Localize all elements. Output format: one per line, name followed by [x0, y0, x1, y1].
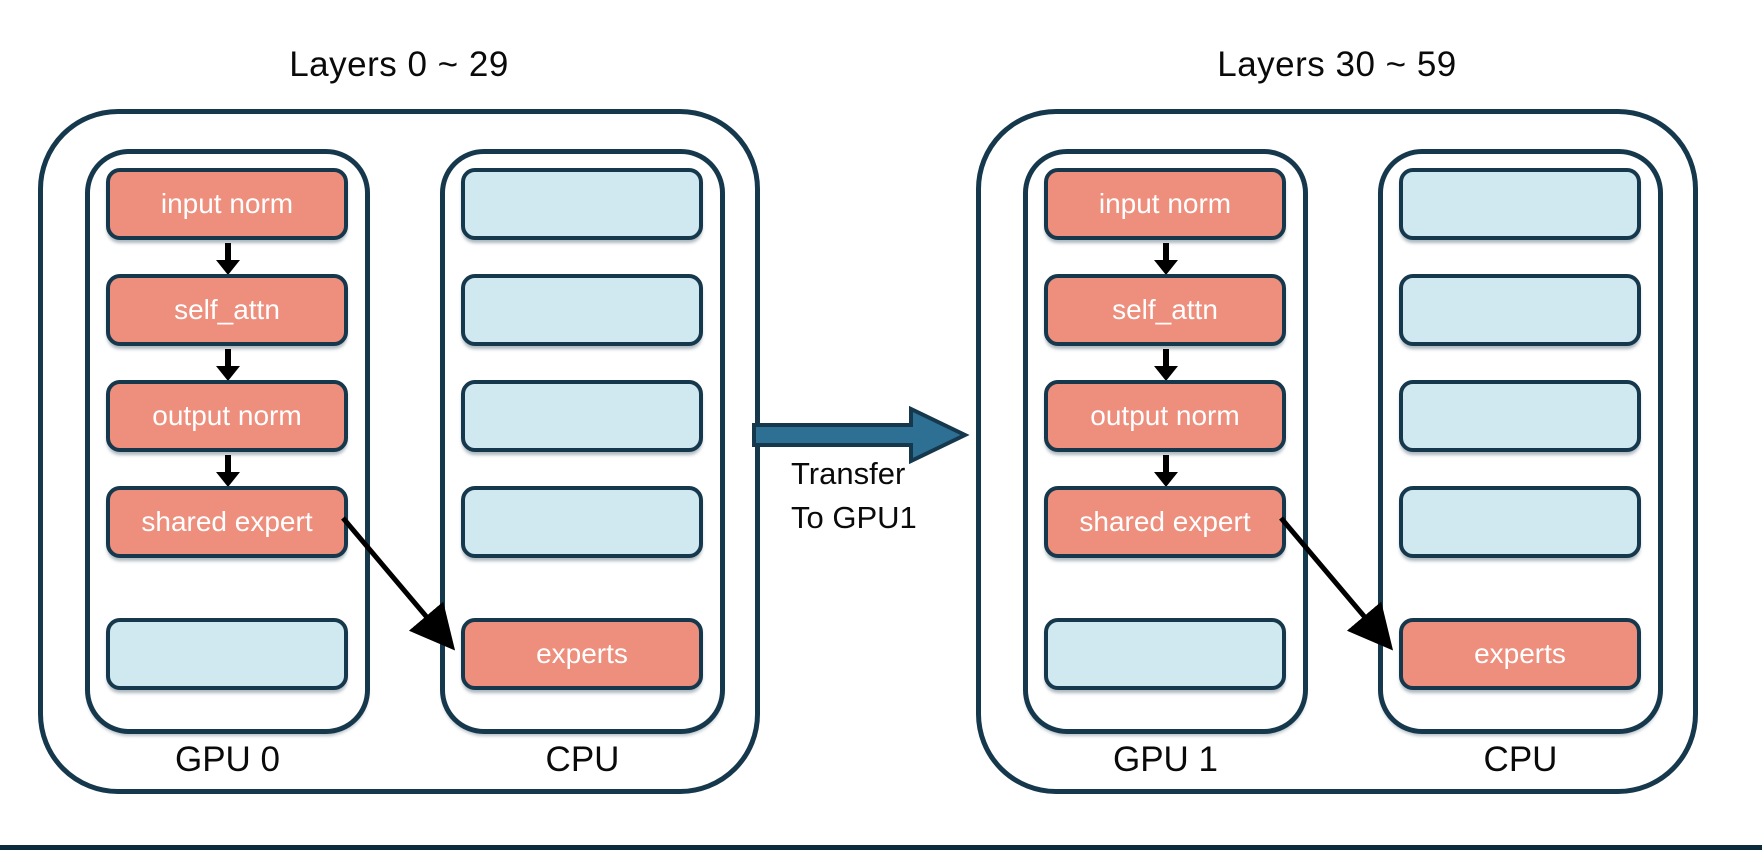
cpu-column: experts: [440, 149, 725, 734]
gpu-box-shared-expert: shared expert: [106, 486, 348, 558]
gpu-box-input-norm: input norm: [1044, 168, 1286, 240]
group-title: Layers 0 ~ 29: [289, 45, 509, 84]
gpu-box-empty: [106, 618, 348, 690]
gpu-column: input norm self_attn output norm shared …: [1023, 149, 1308, 734]
down-arrow-icon: [1162, 349, 1169, 366]
machine-rect: input norm self_attn output norm shared …: [976, 109, 1698, 794]
cpu-box-experts: experts: [1399, 618, 1641, 690]
gpu-box-output-norm: output norm: [106, 380, 348, 452]
layer-group-0: Layers 0 ~ 29 input norm self_attn outpu…: [38, 35, 760, 794]
gpu-label: GPU 1: [1112, 740, 1219, 779]
cpu-box-empty-3: [461, 380, 703, 452]
cpu-label: CPU: [1483, 740, 1558, 779]
cpu-box-empty-4: [1399, 486, 1641, 558]
down-arrow-icon: [224, 455, 231, 472]
transfer-arrow-icon: [752, 406, 970, 464]
cpu-box-empty-1: [461, 168, 703, 240]
gpu-column: input norm self_attn output norm shared …: [85, 149, 370, 734]
gpu-box-input-norm: input norm: [106, 168, 348, 240]
down-arrow-icon: [224, 349, 231, 366]
cpu-box-empty-3: [1399, 380, 1641, 452]
down-arrow-icon: [1162, 455, 1169, 472]
gpu-box-output-norm: output norm: [1044, 380, 1286, 452]
cpu-box-experts: experts: [461, 618, 703, 690]
down-arrow-icon: [1162, 243, 1169, 260]
gpu-box-empty: [1044, 618, 1286, 690]
down-arrow-icon: [224, 243, 231, 260]
cpu-box-empty-2: [1399, 274, 1641, 346]
cpu-box-empty-2: [461, 274, 703, 346]
machine-rect: input norm self_attn output norm shared …: [38, 109, 760, 794]
cpu-box-empty-4: [461, 486, 703, 558]
transfer-label: Transfer To GPU1: [791, 452, 917, 540]
gpu-label: GPU 0: [174, 740, 281, 779]
cpu-box-empty-1: [1399, 168, 1641, 240]
transfer-label-line1: Transfer: [791, 456, 906, 491]
gpu-box-self-attn: self_attn: [106, 274, 348, 346]
cpu-column: experts: [1378, 149, 1663, 734]
layer-group-1: Layers 30 ~ 59 input norm self_attn outp…: [976, 35, 1698, 794]
gpu-box-self-attn: self_attn: [1044, 274, 1286, 346]
gpu-box-shared-expert: shared expert: [1044, 486, 1286, 558]
group-title: Layers 30 ~ 59: [1217, 45, 1457, 84]
transfer-label-line2: To GPU1: [791, 500, 917, 535]
bottom-edge-bar: [0, 845, 1762, 850]
cpu-label: CPU: [545, 740, 620, 779]
